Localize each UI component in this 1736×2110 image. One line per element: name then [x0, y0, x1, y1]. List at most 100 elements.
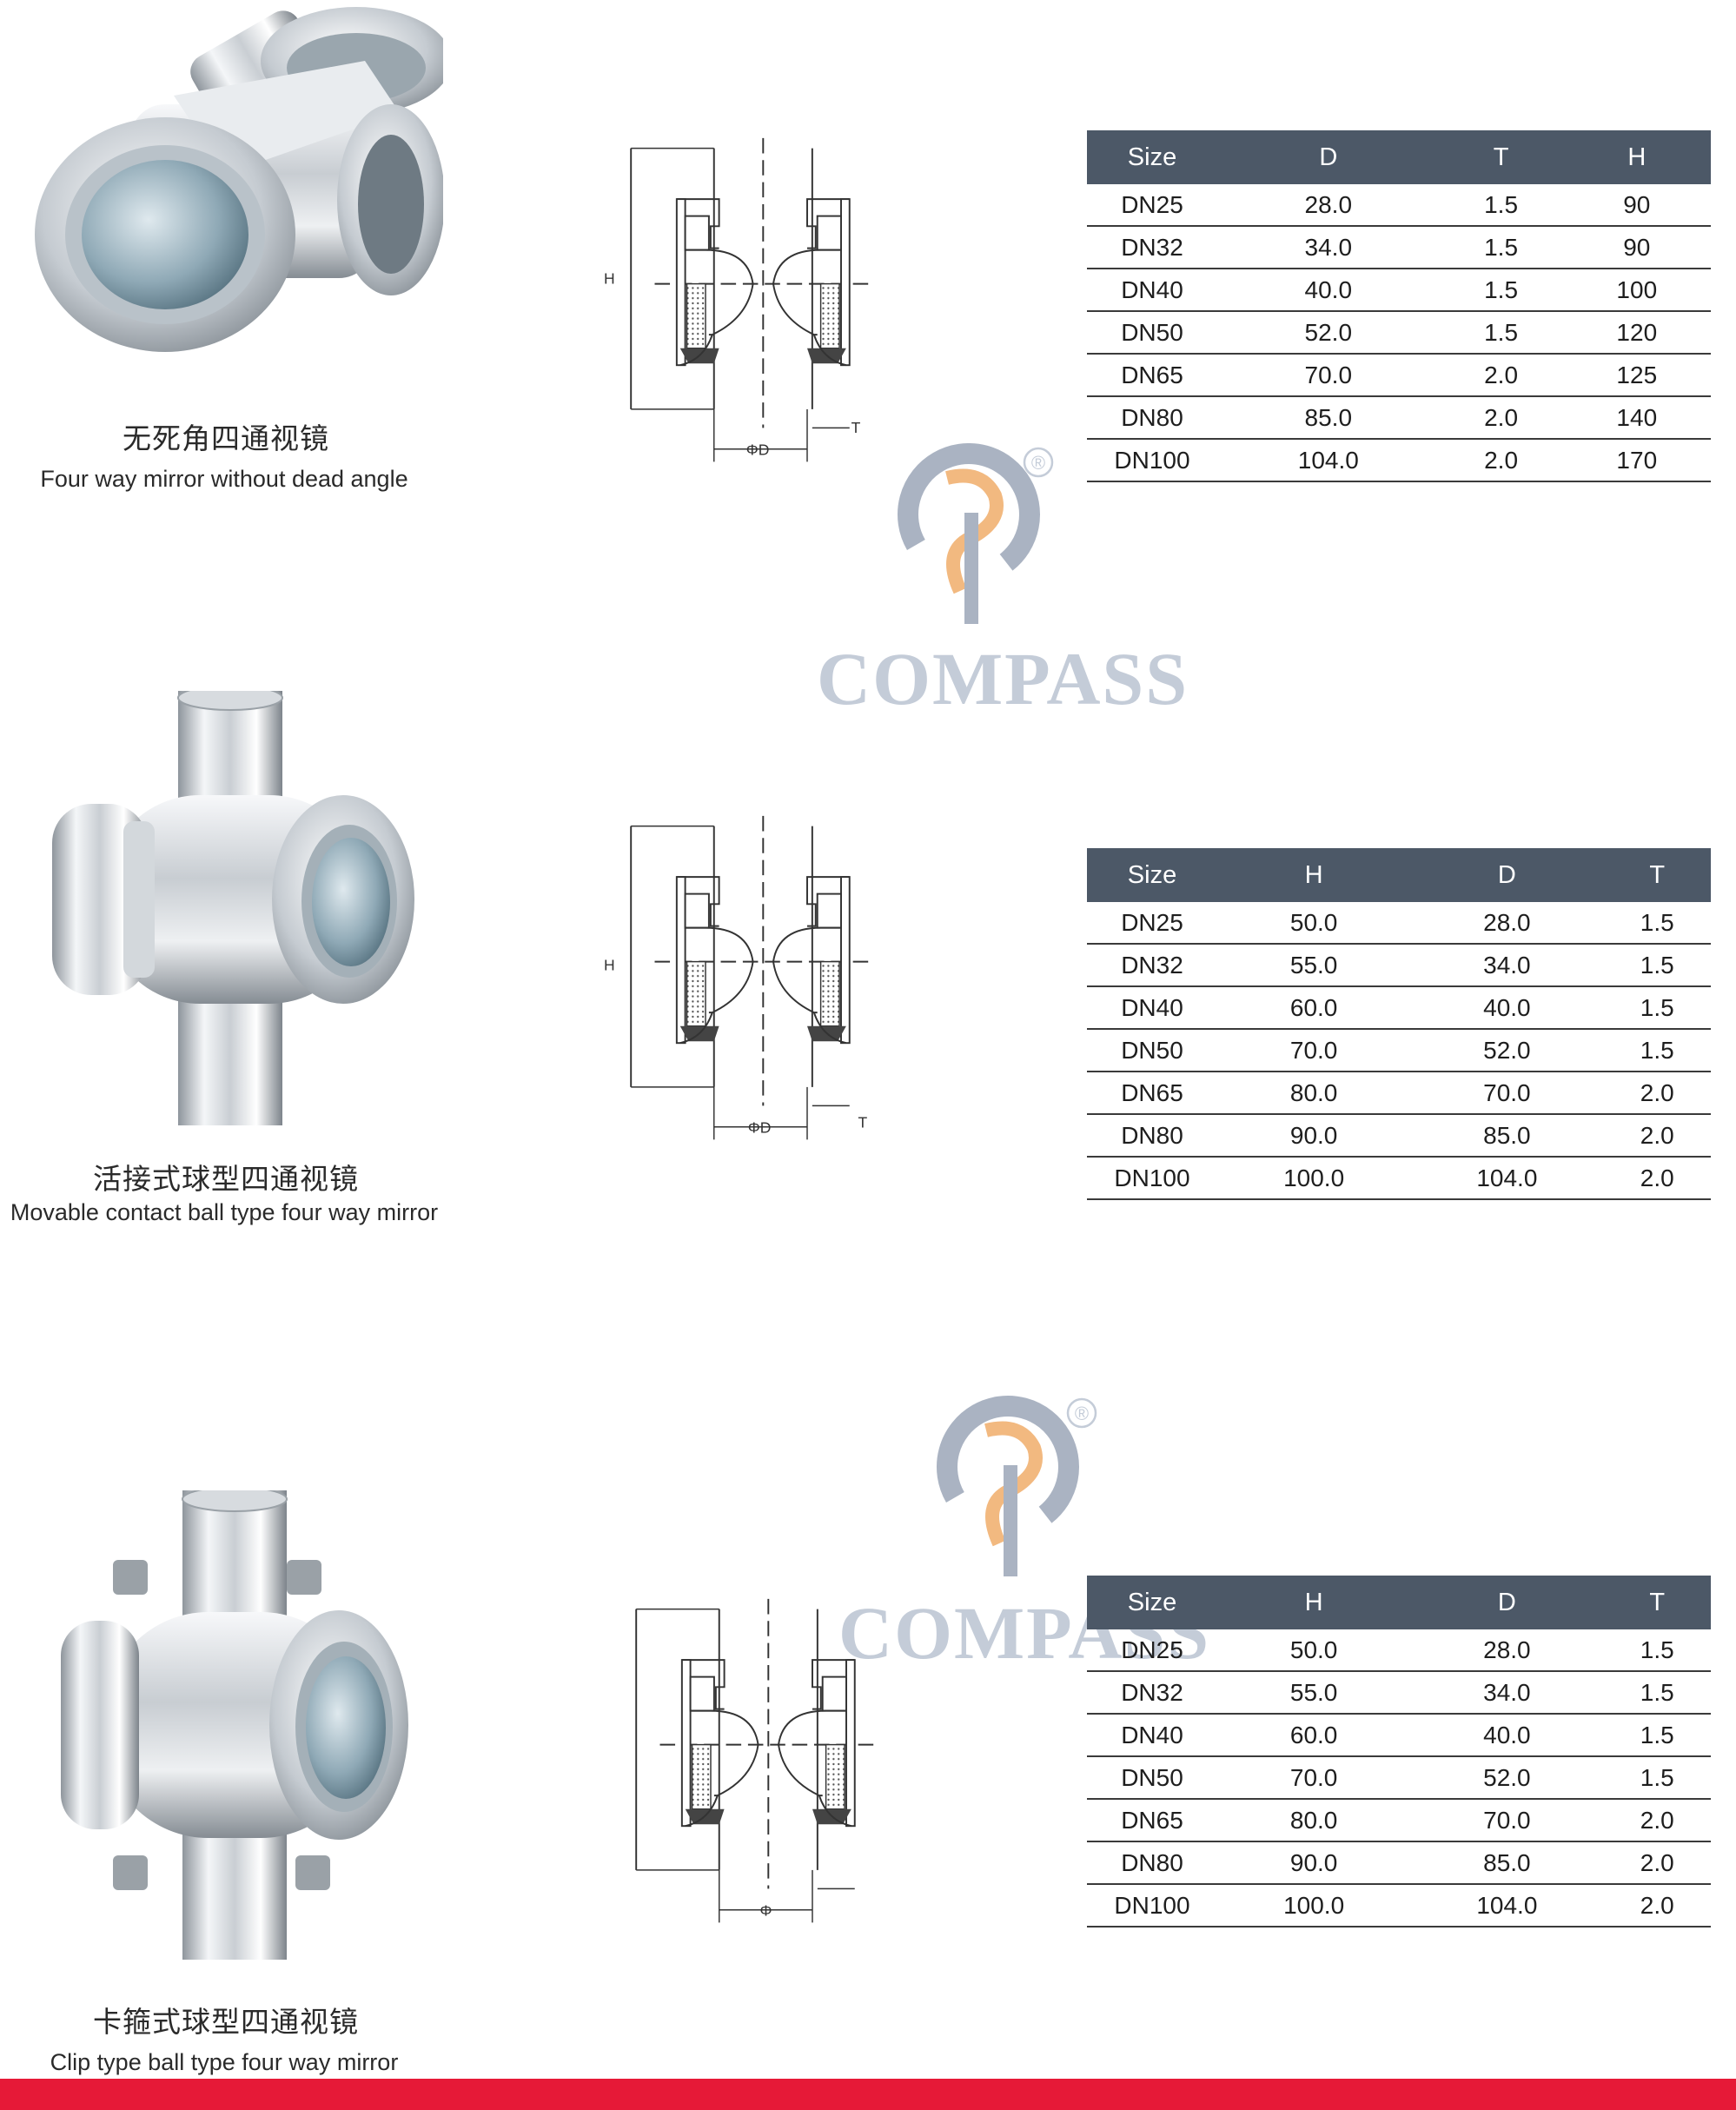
- table-cell: 170: [1562, 439, 1711, 482]
- table-cell: 2.0: [1439, 439, 1563, 482]
- column-header: Size: [1087, 130, 1217, 184]
- table-cell: 60.0: [1217, 1714, 1411, 1757]
- table-cell: 70.0: [1217, 1029, 1411, 1072]
- table-cell: 55.0: [1217, 1671, 1411, 1715]
- reg-mark: ®: [1075, 1403, 1089, 1424]
- product-name-cn: 卡箍式球型四通视镜: [93, 2005, 359, 2039]
- table-cell: 52.0: [1410, 1029, 1604, 1072]
- table-cell: 85.0: [1217, 396, 1440, 440]
- table-cell: 2.0: [1603, 1841, 1711, 1885]
- reg-mark: ®: [1031, 452, 1045, 474]
- dim-label-d: ΦD: [746, 441, 770, 459]
- table-cell: 70.0: [1410, 1799, 1604, 1842]
- table-cell: 2.0: [1603, 1157, 1711, 1200]
- product-name-cn: 无死角四通视镜: [123, 421, 329, 455]
- table-cell: 70.0: [1217, 354, 1440, 397]
- table-cell: 100.0: [1217, 1884, 1411, 1928]
- dim-label-t: T: [858, 1114, 868, 1131]
- table-cell: 2.0: [1439, 354, 1563, 397]
- table-cell: 52.0: [1217, 311, 1440, 355]
- table-cell: 2.0: [1603, 1884, 1711, 1928]
- table-cell: 104.0: [1410, 1884, 1604, 1928]
- column-header: T: [1603, 848, 1711, 902]
- table-cell: DN40: [1087, 1714, 1217, 1757]
- table-cell: 1.5: [1603, 902, 1711, 945]
- table-cell: 2.0: [1439, 396, 1563, 440]
- table-cell: 34.0: [1410, 1671, 1604, 1715]
- column-header: T: [1439, 130, 1563, 184]
- table-cell: 90.0: [1217, 1114, 1411, 1158]
- table-cell: DN40: [1087, 986, 1217, 1030]
- table-cell: DN50: [1087, 1756, 1217, 1800]
- column-header: D: [1410, 1576, 1604, 1629]
- table-cell: 70.0: [1217, 1756, 1411, 1800]
- dim-label-d: Φ: [760, 1902, 772, 1920]
- column-header: H: [1562, 130, 1711, 184]
- table-cell: 80.0: [1217, 1799, 1411, 1842]
- footer-red-bar: [0, 2079, 1736, 2110]
- table-cell: 1.5: [1439, 311, 1563, 355]
- table-cell: DN65: [1087, 354, 1217, 397]
- table-cell: DN80: [1087, 1841, 1217, 1885]
- table-cell: 50.0: [1217, 902, 1411, 945]
- table-cell: 40.0: [1410, 986, 1604, 1030]
- table-cell: 50.0: [1217, 1629, 1411, 1672]
- table-cell: 100: [1562, 269, 1711, 312]
- table-cell: 140: [1562, 396, 1711, 440]
- table-cell: 104.0: [1410, 1157, 1604, 1200]
- table-cell: 125: [1562, 354, 1711, 397]
- table-cell: 1.5: [1603, 1756, 1711, 1800]
- column-header: Size: [1087, 1576, 1217, 1629]
- table-cell: 2.0: [1603, 1072, 1711, 1115]
- table-cell: DN40: [1087, 269, 1217, 312]
- table-cell: DN25: [1087, 184, 1217, 227]
- table-cell: DN100: [1087, 1157, 1217, 1200]
- table-cell: 2.0: [1603, 1799, 1711, 1842]
- column-header: D: [1410, 848, 1604, 902]
- table-header-row: Size D T H: [1087, 130, 1711, 184]
- table-cell: 2.0: [1603, 1114, 1711, 1158]
- dim-label-h: H: [604, 270, 615, 288]
- table-cell: 28.0: [1410, 902, 1604, 945]
- table-cell: 1.5: [1603, 1029, 1711, 1072]
- table-cell: 70.0: [1410, 1072, 1604, 1115]
- product-name-en: Clip type ball type four way mirror: [50, 2049, 399, 2075]
- table-cell: 120: [1562, 311, 1711, 355]
- table-cell: DN25: [1087, 1629, 1217, 1672]
- product-name-en: Four way mirror without dead angle: [40, 466, 408, 492]
- column-header: D: [1217, 130, 1440, 184]
- table-cell: 28.0: [1410, 1629, 1604, 1672]
- table-cell: DN65: [1087, 1799, 1217, 1842]
- table-cell: 40.0: [1410, 1714, 1604, 1757]
- table-cell: 80.0: [1217, 1072, 1411, 1115]
- table-cell: 34.0: [1217, 226, 1440, 269]
- product-photo-movable-contact-ball: [52, 691, 414, 1125]
- table-cell: 90: [1562, 226, 1711, 269]
- table-cell: 104.0: [1217, 439, 1440, 482]
- table-cell: DN50: [1087, 1029, 1217, 1072]
- table-cell: 1.5: [1439, 269, 1563, 312]
- table-cell: 90: [1562, 184, 1711, 227]
- product-name-cn: 活接式球型四通视镜: [93, 1162, 359, 1196]
- table-cell: 40.0: [1217, 269, 1440, 312]
- table-cell: 1.5: [1439, 184, 1563, 227]
